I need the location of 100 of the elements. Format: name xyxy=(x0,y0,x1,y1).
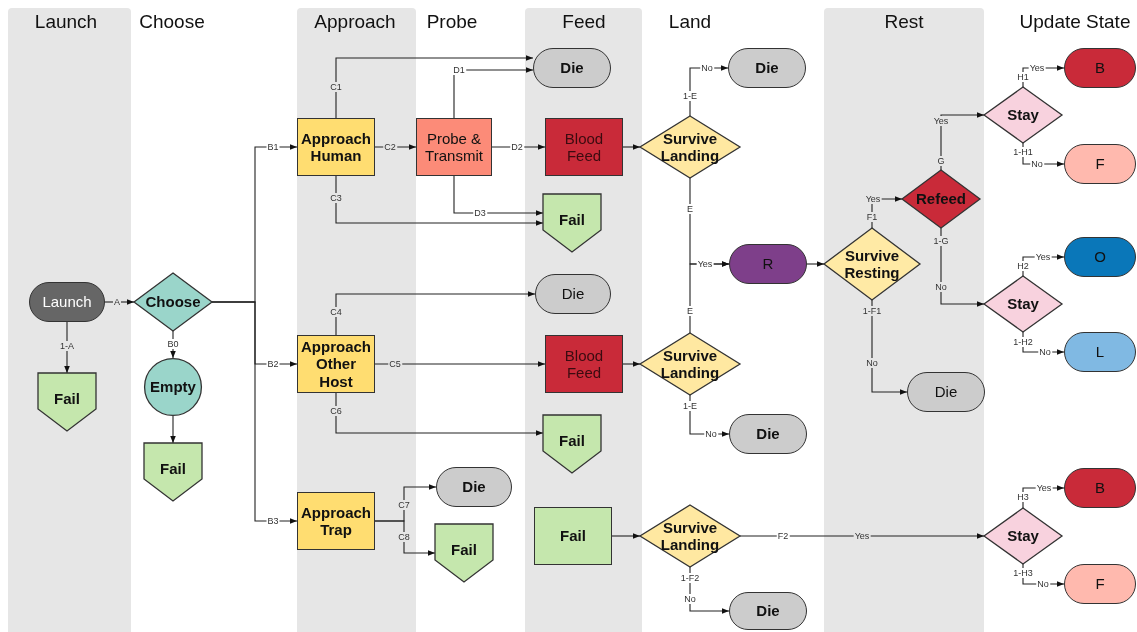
branch-label: Yes xyxy=(864,194,882,204)
decision-diamond: Refeed xyxy=(902,170,980,228)
arrow xyxy=(104,299,135,305)
arrow xyxy=(335,55,534,119)
lane-heading: Feed xyxy=(562,11,606,33)
arrow xyxy=(871,299,908,395)
edge-label: C5 xyxy=(388,359,402,369)
terminal-pill: Die xyxy=(535,274,611,314)
process-box: Approach Trap xyxy=(297,492,375,550)
edge-label: 1-H1 xyxy=(1012,147,1034,157)
arrow xyxy=(170,330,176,359)
lane-heading: Update State xyxy=(1019,11,1131,33)
edge-label: C8 xyxy=(397,532,411,542)
arrow xyxy=(64,321,70,374)
edge-label: 1-E xyxy=(682,401,698,411)
decision-diamond: Survive Resting xyxy=(824,228,920,300)
arrow xyxy=(940,227,985,307)
arrow xyxy=(335,291,536,336)
branch-label: No xyxy=(704,429,718,439)
arrow xyxy=(739,533,985,539)
edge-label: A xyxy=(113,297,121,307)
process-box: Blood Feed xyxy=(545,118,623,176)
arrow xyxy=(611,533,641,539)
arrow xyxy=(453,67,534,119)
edge-label: C4 xyxy=(329,307,343,317)
process-box: Blood Feed xyxy=(545,335,623,393)
edge-label: B0 xyxy=(166,339,180,349)
terminal-pill: R xyxy=(729,244,807,284)
arrow xyxy=(374,144,417,150)
branch-label: Yes xyxy=(1028,63,1046,73)
edge-label: 1-H2 xyxy=(1012,337,1034,347)
arrow xyxy=(374,361,546,367)
process-box: Approach Other Host xyxy=(297,335,375,393)
edge-label: 1-A xyxy=(59,341,75,351)
edge-label: B3 xyxy=(266,516,280,526)
branch-label: No xyxy=(865,358,879,368)
arrow xyxy=(622,361,641,367)
edge-label: D3 xyxy=(473,208,487,218)
arrow xyxy=(940,112,985,171)
lane-heading: Launch xyxy=(34,11,98,33)
edge-label: C2 xyxy=(383,142,397,152)
terminal-pill: B xyxy=(1064,468,1136,508)
terminal-pill: Die xyxy=(533,48,611,88)
process-box: Probe & Transmit xyxy=(416,118,492,176)
end-pentagon: Fail xyxy=(144,443,202,501)
edge-label: 1-H3 xyxy=(1012,568,1034,578)
edge-label: F1 xyxy=(865,212,879,222)
edge-label: G xyxy=(936,156,946,166)
terminal-pill: Die xyxy=(729,414,807,454)
terminal-pill: Die xyxy=(728,48,806,88)
arrow xyxy=(453,175,544,216)
arrow xyxy=(374,520,436,556)
lane-heading: Approach xyxy=(314,11,396,33)
decision-diamond: Choose xyxy=(134,273,212,331)
edge-label: B1 xyxy=(266,142,280,152)
edge-label: 1-G xyxy=(932,236,950,246)
edge-label: D2 xyxy=(510,142,524,152)
edge-label: C6 xyxy=(329,406,343,416)
process-box: Fail xyxy=(534,507,612,565)
decision-diamond: Survive Landing xyxy=(640,505,740,567)
branch-label: No xyxy=(683,594,697,604)
terminal-pill: Die xyxy=(436,467,512,507)
branch-label: Yes xyxy=(1034,252,1052,262)
arrow xyxy=(335,175,544,226)
edge-label: 1-F1 xyxy=(861,306,883,316)
branch-label: Yes xyxy=(696,259,714,269)
lane-heading: Choose xyxy=(139,11,205,33)
edge-label: C7 xyxy=(397,500,411,510)
arrow xyxy=(170,415,176,444)
terminal-pill: Launch xyxy=(29,282,105,322)
decision-diamond: Survive Landing xyxy=(640,333,740,395)
end-pentagon: Fail xyxy=(543,194,601,252)
decision-diamond: Survive Landing xyxy=(640,116,740,178)
decision-diamond: Stay xyxy=(984,87,1062,143)
arrow xyxy=(335,392,544,436)
lane-heading: Rest xyxy=(884,11,924,33)
process-box: Approach Human xyxy=(297,118,375,176)
terminal-pill: F xyxy=(1064,564,1136,604)
edge-label: H2 xyxy=(1016,261,1030,271)
end-pentagon: Fail xyxy=(435,524,493,582)
arrow xyxy=(689,394,730,437)
edge-label: H1 xyxy=(1016,72,1030,82)
terminal-pill: Die xyxy=(907,372,985,412)
edge-label: C1 xyxy=(329,82,343,92)
branch-label: Yes xyxy=(853,531,871,541)
branch-label: Yes xyxy=(1035,483,1053,493)
state-circle: Empty xyxy=(144,358,202,416)
terminal-pill: B xyxy=(1064,48,1136,88)
end-pentagon: Fail xyxy=(38,373,96,431)
arrow xyxy=(211,301,298,524)
edge-label: 1-F2 xyxy=(679,573,701,583)
branch-label: No xyxy=(700,63,714,73)
edge-label: D1 xyxy=(452,65,466,75)
terminal-pill: F xyxy=(1064,144,1136,184)
edge-label: 1-E xyxy=(682,91,698,101)
branch-label: Yes xyxy=(932,116,950,126)
arrow xyxy=(622,144,641,150)
terminal-pill: Die xyxy=(729,592,807,630)
edge-label: H3 xyxy=(1016,492,1030,502)
branch-label: No xyxy=(1036,579,1050,589)
